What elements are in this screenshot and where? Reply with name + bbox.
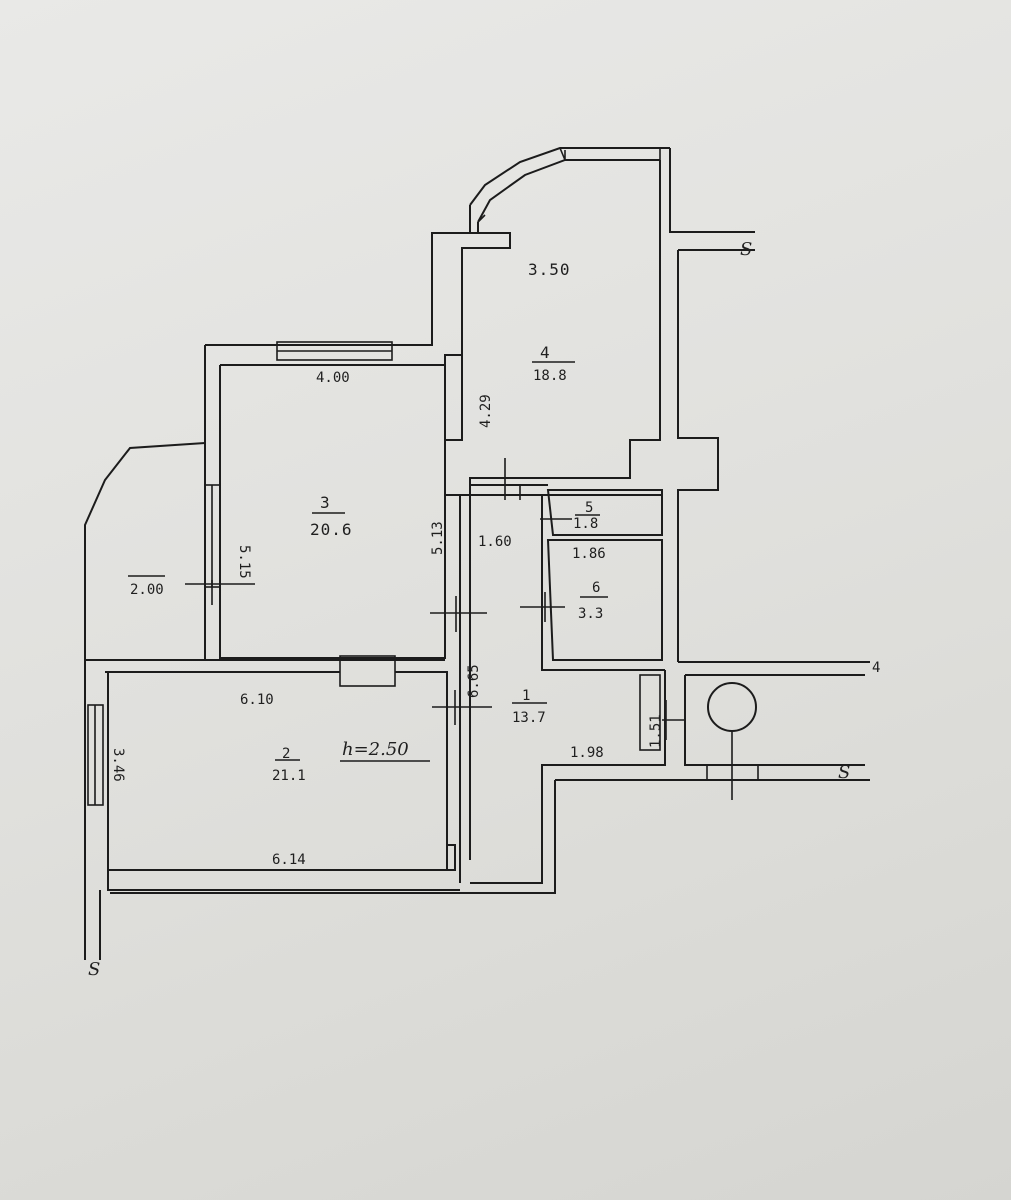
dim-1-51: 1.51 <box>648 714 664 748</box>
walls <box>84 147 870 960</box>
dim-4-00: 4.00 <box>316 370 350 386</box>
room-labels: 4 18.8 3 20.6 5 1.8 6 3.3 1 13.7 2 21.1 <box>272 343 608 784</box>
dim-5-15: 5.15 <box>236 545 252 579</box>
svg-text:4: 4 <box>540 343 551 362</box>
section-mark-top-right: S <box>740 239 752 260</box>
room-4-label: 4 18.8 <box>532 343 575 384</box>
svg-text:21.1: 21.1 <box>272 768 306 784</box>
svg-text:20.6: 20.6 <box>310 520 353 539</box>
dim-1-98: 1.98 <box>570 745 604 761</box>
svg-text:18.8: 18.8 <box>533 368 567 384</box>
room-5-label: 5 1.8 <box>573 500 600 532</box>
dimension-labels: 3.50 4.00 4.29 5.15 5.13 2.00 1.60 1.8 6 … <box>110 260 664 868</box>
dim-3-50: 3.50 <box>528 260 571 279</box>
dim-6-65: 6.65 <box>466 664 482 698</box>
svg-text:1.8: 1.8 <box>573 516 598 532</box>
dim-6-14: 6.14 <box>272 852 306 868</box>
section-marks: S 4 S S <box>88 239 880 980</box>
room-1-label: 1 13.7 <box>512 688 547 726</box>
svg-text:2: 2 <box>282 746 290 762</box>
section-mark-mid-right: 4 <box>872 660 880 676</box>
dim-5-13: 5.13 <box>430 521 446 555</box>
svg-text:13.7: 13.7 <box>512 710 546 726</box>
dim-1-86: 1.86 <box>572 546 606 562</box>
dim-2-00: 2.00 <box>130 582 164 598</box>
ceiling-height-label: h=2.50 <box>340 739 430 762</box>
svg-text:3: 3 <box>320 493 331 512</box>
dim-4-29: 4.29 <box>478 394 494 428</box>
svg-text:3.3: 3.3 <box>578 606 603 622</box>
room-3-label: 3 20.6 <box>310 493 353 539</box>
svg-text:1: 1 <box>522 688 530 704</box>
svg-text:h=2.50: h=2.50 <box>342 739 409 760</box>
tick-marks <box>185 458 685 740</box>
svg-text:6: 6 <box>592 580 600 596</box>
dim-6-10: 6.10 <box>240 692 274 708</box>
dim-3-46: 3.46 <box>110 748 126 782</box>
room-2-label: 2 21.1 <box>272 746 306 784</box>
section-mark-right: S <box>838 762 850 783</box>
dim-1-60: 1.60 <box>478 534 512 550</box>
section-mark-bottom-left: S <box>88 959 100 980</box>
room-6-label: 6 3.3 <box>578 580 608 622</box>
svg-text:5: 5 <box>585 500 593 516</box>
